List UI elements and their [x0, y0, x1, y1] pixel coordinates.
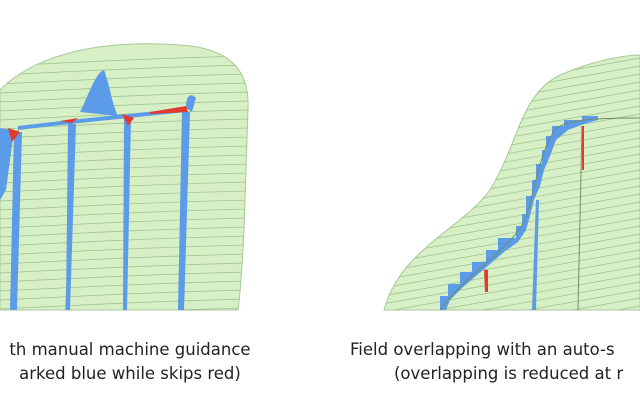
caption-line: th manual machine guidance: [9, 340, 251, 359]
pass-stripe: [0, 208, 249, 220]
pass-stripe: [384, 281, 640, 310]
pass-stripe: [0, 181, 249, 193]
pass-stripe: [384, 257, 640, 309]
caption-line: (overlapping is reduced at r: [394, 364, 624, 383]
overlap-area: [66, 124, 76, 310]
manual-guidance-caption: th manual machine guidance arked blue wh…: [0, 338, 300, 386]
auto-steer-caption: Field overlapping with an auto-s (overla…: [350, 338, 623, 386]
skip-area: [150, 106, 188, 114]
pass-stripe: [384, 249, 640, 301]
pass-stripe: [0, 298, 249, 310]
caption-line: Field overlapping with an auto-s: [350, 340, 615, 359]
pass-stripe: [0, 64, 249, 76]
pass-stripe: [384, 273, 640, 310]
pass-stripe: [0, 154, 249, 166]
pass-stripe: [0, 253, 249, 265]
pass-stripe: [0, 163, 249, 175]
pass-stripe: [0, 271, 249, 283]
pass-stripe: [384, 297, 640, 310]
pass-stripe: [0, 289, 249, 301]
overlap-area: [186, 95, 196, 112]
pass-stripe: [0, 307, 249, 310]
pass-stripe: [0, 82, 249, 94]
pass-stripe: [384, 241, 640, 293]
pass-stripe: [0, 190, 249, 202]
pass-stripe: [384, 233, 640, 285]
overlap-area: [178, 112, 190, 310]
pass-stripe: [0, 136, 249, 148]
overlap-area: [123, 118, 131, 310]
pass-stripe: [0, 217, 249, 229]
pass-stripe: [0, 235, 249, 247]
overlap-area: [532, 200, 539, 310]
pass-stripe: [360, 314, 640, 330]
manual-guidance-panel: th manual machine guidance arked blue wh…: [0, 43, 300, 386]
pass-stripe: [0, 262, 249, 274]
pass-stripe: [0, 109, 249, 121]
skip-area: [582, 126, 584, 170]
pass-stripe: [0, 199, 249, 211]
skip-area: [8, 128, 20, 142]
pass-stripe: [0, 100, 249, 112]
caption-line: arked blue while skips red): [19, 364, 241, 383]
overlap-area: [80, 70, 118, 116]
overlap-area: [0, 128, 14, 200]
pass-stripe: [0, 145, 249, 157]
manual-guidance-field-map: [0, 43, 249, 311]
auto-steer-field-map: [360, 54, 640, 330]
skip-area: [60, 118, 78, 123]
pass-stripe: [0, 73, 249, 85]
pass-stripe: [384, 289, 640, 310]
skip-area: [484, 270, 488, 292]
pass-stripe: [0, 280, 249, 292]
pass-stripe: [0, 226, 249, 238]
overlap-area: [440, 116, 598, 310]
pass-stripe: [0, 172, 249, 184]
pass-stripe: [384, 265, 640, 310]
skip-area: [122, 114, 134, 126]
pass-stripe: [0, 91, 249, 103]
overlap-area: [18, 108, 186, 130]
pass-stripe: [0, 244, 249, 256]
pass-stripe: [0, 127, 249, 139]
field-area: [383, 54, 640, 311]
auto-steer-panel: Field overlapping with an auto-s (overla…: [320, 0, 640, 400]
guidance-pass-lines: [0, 55, 249, 310]
overlap-area: [10, 132, 22, 310]
